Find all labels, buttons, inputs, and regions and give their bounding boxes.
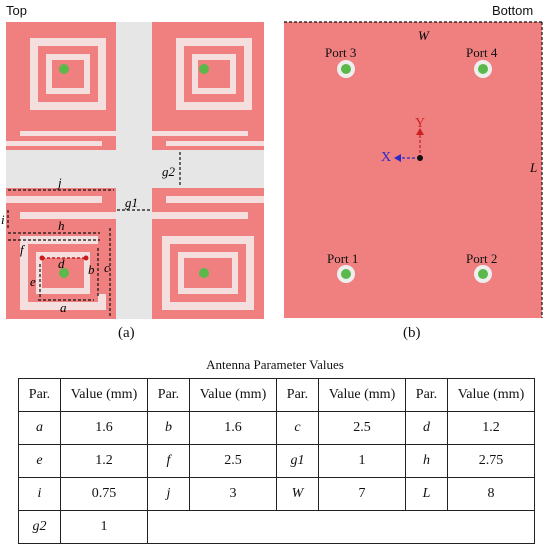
- empty-cell: [147, 510, 535, 544]
- dim-label-w: W: [418, 28, 430, 43]
- header-cell: Par.: [18, 378, 61, 412]
- origin-dot: [417, 155, 423, 161]
- param-name: b: [147, 411, 190, 445]
- dim-label-d: d: [58, 256, 65, 271]
- x-axis-label: X: [381, 150, 392, 165]
- param-value: 0.75: [60, 477, 148, 511]
- param-value: 3: [189, 477, 277, 511]
- header-cell: Par.: [276, 378, 319, 412]
- dim-label-g2: g2: [162, 164, 176, 179]
- top-view-diagram: j i h f d b c e a g1 g2: [1, 22, 264, 319]
- strips-lower-right: [152, 188, 264, 228]
- header-cell: Value (mm): [318, 378, 406, 412]
- param-value: 1.6: [60, 411, 148, 445]
- feed-point: [59, 64, 69, 74]
- port-label-3: Port 3: [325, 45, 357, 60]
- bottom-view-diagram: W L: [284, 21, 543, 318]
- y-axis-label: Y: [415, 116, 426, 131]
- param-value: 1.6: [189, 411, 277, 445]
- table-header-row: Par. Value (mm) Par. Value (mm) Par. Val…: [18, 378, 535, 412]
- dim-label-h: h: [58, 218, 65, 233]
- port-label-4: Port 4: [466, 45, 498, 60]
- dim-label-j: j: [56, 175, 62, 190]
- param-name: L: [405, 477, 448, 511]
- dim-label-c: c: [104, 260, 110, 275]
- port-4: [474, 60, 492, 78]
- dim-label-e: e: [30, 274, 36, 289]
- spiral-top-right: [152, 22, 264, 126]
- param-name: h: [405, 444, 448, 478]
- feed-point: [199, 268, 209, 278]
- param-value: 2.5: [318, 411, 406, 445]
- dim-label-a: a: [60, 300, 67, 315]
- param-name: f: [147, 444, 190, 478]
- header-cell: Value (mm): [189, 378, 277, 412]
- param-value: 2.5: [189, 444, 277, 478]
- param-name: W: [276, 477, 319, 511]
- param-name: c: [276, 411, 319, 445]
- table-title: Antenna Parameter Values: [206, 357, 344, 372]
- ground-plane: [284, 22, 542, 318]
- bottom-view-label: Bottom: [492, 3, 534, 18]
- port-2: [474, 265, 492, 283]
- strips-upper-right: [152, 126, 264, 150]
- param-value: 1.2: [60, 444, 148, 478]
- dim-label-f: f: [20, 242, 26, 257]
- param-name: a: [18, 411, 61, 445]
- header-cell: Value (mm): [60, 378, 148, 412]
- table-row: e 1.2 f 2.5 g1 1 h 2.75: [18, 444, 535, 478]
- table-row: g2 1: [18, 510, 535, 544]
- spiral-top-left: [6, 22, 116, 126]
- table-row: a 1.6 b 1.6 c 2.5 d 1.2: [18, 411, 535, 445]
- param-name: j: [147, 477, 190, 511]
- param-value: 8: [447, 477, 535, 511]
- parameter-table: Par. Value (mm) Par. Value (mm) Par. Val…: [18, 378, 535, 544]
- dim-label-l: L: [529, 160, 537, 175]
- port-label-2: Port 2: [466, 251, 498, 266]
- header-cell: Value (mm): [447, 378, 535, 412]
- caption-b: (b): [403, 325, 421, 341]
- strips-upper-left: [6, 126, 116, 150]
- dim-label-b: b: [88, 262, 95, 277]
- param-name: d: [405, 411, 448, 445]
- param-name: g1: [276, 444, 319, 478]
- param-value: 1.2: [447, 411, 535, 445]
- feed-point: [59, 268, 69, 278]
- param-name: e: [18, 444, 61, 478]
- port-1: [337, 265, 355, 283]
- param-name: g2: [18, 510, 61, 544]
- dim-label-i: i: [1, 212, 5, 227]
- caption-a: (a): [118, 325, 135, 341]
- feed-point: [199, 64, 209, 74]
- param-name: i: [18, 477, 61, 511]
- param-value: 2.75: [447, 444, 535, 478]
- top-view-label: Top: [6, 3, 27, 18]
- table-row: i 0.75 j 3 W 7 L 8: [18, 477, 535, 511]
- port-label-1: Port 1: [327, 251, 359, 266]
- port-3: [337, 60, 355, 78]
- header-cell: Par.: [147, 378, 190, 412]
- param-value: 7: [318, 477, 406, 511]
- header-cell: Par.: [405, 378, 448, 412]
- param-value: 1: [60, 510, 148, 544]
- strips-lower-left: [6, 188, 116, 228]
- dim-label-g1: g1: [125, 195, 138, 210]
- param-value: 1: [318, 444, 406, 478]
